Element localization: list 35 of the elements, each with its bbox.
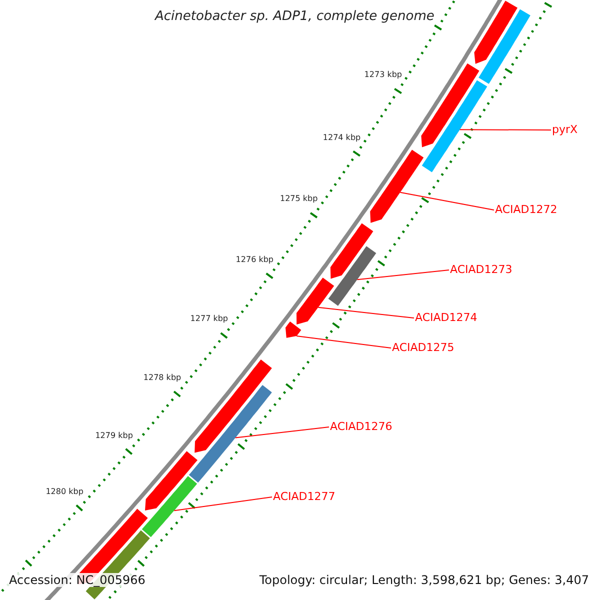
gene-feature: [286, 322, 302, 338]
scale-label: 1273 kbp: [364, 70, 402, 79]
scale-label: 1276 kbp: [236, 254, 274, 264]
gene-label: ACIAD1273: [450, 263, 512, 277]
gene-feature: [330, 223, 374, 279]
leader-line: [459, 129, 552, 130]
gene-label: ACIAD1276: [330, 420, 392, 434]
gene-feature: [145, 451, 198, 510]
leader-line: [296, 336, 392, 348]
scale-label: 1274 kbp: [322, 132, 361, 142]
gene-label: ACIAD1274: [415, 311, 478, 325]
title: Acinetobacter sp. ADP1, complete genome: [155, 9, 434, 24]
gene-label: ACIAD1272: [495, 203, 558, 217]
gene-feature: [370, 150, 424, 223]
scale-label: 1277 kbp: [190, 314, 228, 324]
scale-label: 1278 kbp: [143, 373, 182, 382]
gene-feature: [478, 9, 530, 84]
gene-feature: [194, 360, 272, 453]
leader-line: [234, 426, 330, 438]
scale-label: 1280 kbp: [46, 486, 84, 496]
leader-line: [400, 192, 494, 210]
gene-feature: [422, 80, 488, 172]
gene-label: ACIAD1275: [392, 341, 454, 355]
gene-feature: [421, 63, 480, 148]
gene-label: ACIAD1277: [273, 490, 336, 504]
gene-feature: [328, 246, 376, 306]
gene-feature: [296, 278, 334, 324]
leader-line: [318, 306, 414, 318]
scale-label: 1275 kbp: [280, 194, 318, 204]
gene-feature: [188, 385, 272, 483]
gene-feature: [142, 476, 198, 538]
gene-feature: [474, 0, 518, 64]
leader-line: [174, 496, 272, 512]
gene-label: pyrX: [552, 123, 578, 137]
scale-label: 1279 kbp: [95, 430, 133, 440]
